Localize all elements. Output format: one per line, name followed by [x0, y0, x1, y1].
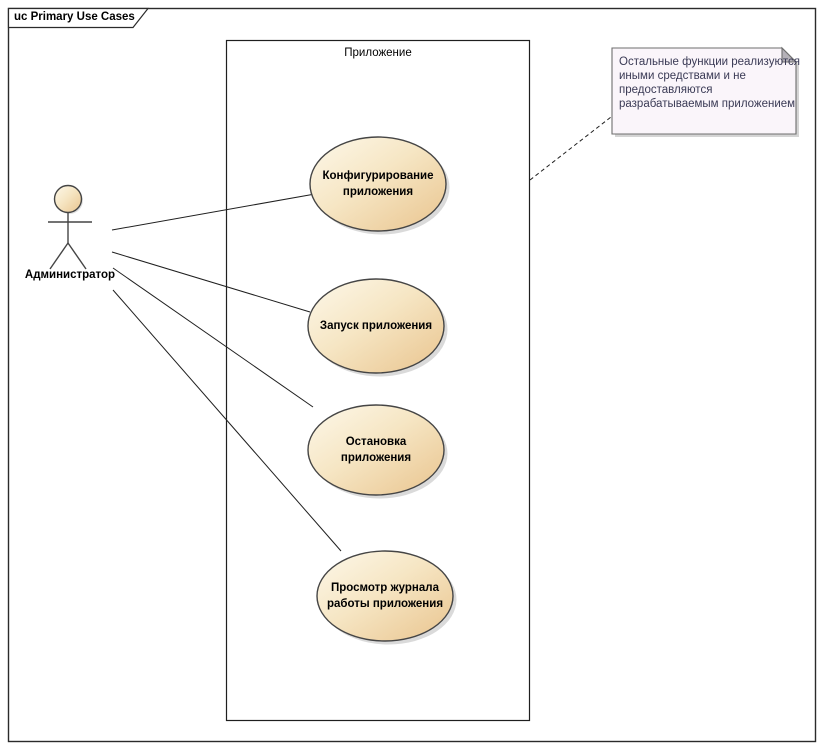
note-fold-icon [781, 46, 798, 63]
usecase-label-line: приложения [340, 452, 412, 464]
usecase-label-line: работы приложения [326, 598, 444, 610]
usecase-start[interactable] [307, 278, 448, 377]
usecase-label-line: Конфигурирование [322, 170, 434, 182]
frame-tab [7, 7, 150, 29]
usecase-ellipse[interactable] [307, 404, 445, 496]
note-text-line: разрабатываемым приложением [619, 98, 796, 110]
note-link-line [529, 116, 612, 181]
boundary-label: Приложение [344, 47, 412, 59]
note[interactable] [611, 46, 799, 137]
association-line-configure [111, 193, 316, 231]
note-shape[interactable] [611, 47, 797, 135]
note-text-line: иными средствами и не [619, 70, 746, 82]
actor-right-leg [67, 242, 87, 270]
note-text-line: Остальные функции реализуются [619, 56, 800, 68]
usecase-configure[interactable] [309, 136, 450, 235]
association-line-start [111, 251, 311, 313]
actor-label: Администратор [24, 269, 116, 281]
usecase-viewlog-label: Просмотр журнала работы приложения [317, 580, 453, 612]
frame-label: uc Primary Use Cases [14, 11, 135, 23]
actor-left-leg [49, 242, 69, 270]
usecase-ellipse[interactable] [309, 136, 447, 232]
usecase-label-line: Остановка [345, 436, 407, 448]
usecase-stop[interactable] [307, 404, 448, 499]
note-text-line: предоставляются [619, 84, 713, 96]
association-line-stop [112, 267, 314, 408]
note-text: Остальные функции реализуются иными сред… [619, 55, 800, 111]
usecase-ellipse[interactable] [316, 550, 454, 642]
actor-head[interactable] [53, 184, 83, 214]
usecase-configure-label: Конфигурирование приложения [310, 168, 446, 200]
usecase-label-line: Запуск приложения [319, 320, 433, 332]
usecase-label-line: приложения [342, 186, 414, 198]
usecase-label-line: Просмотр журнала [331, 582, 439, 594]
association-line-viewlog [112, 289, 342, 552]
usecase-stop-label: Остановка приложения [308, 434, 444, 466]
usecase-viewlog[interactable] [316, 550, 457, 645]
usecase-ellipse[interactable] [307, 278, 445, 374]
actor-figure[interactable] [48, 184, 92, 270]
usecase-start-label: Запуск приложения [308, 318, 444, 334]
diagram-frame [7, 7, 817, 743]
